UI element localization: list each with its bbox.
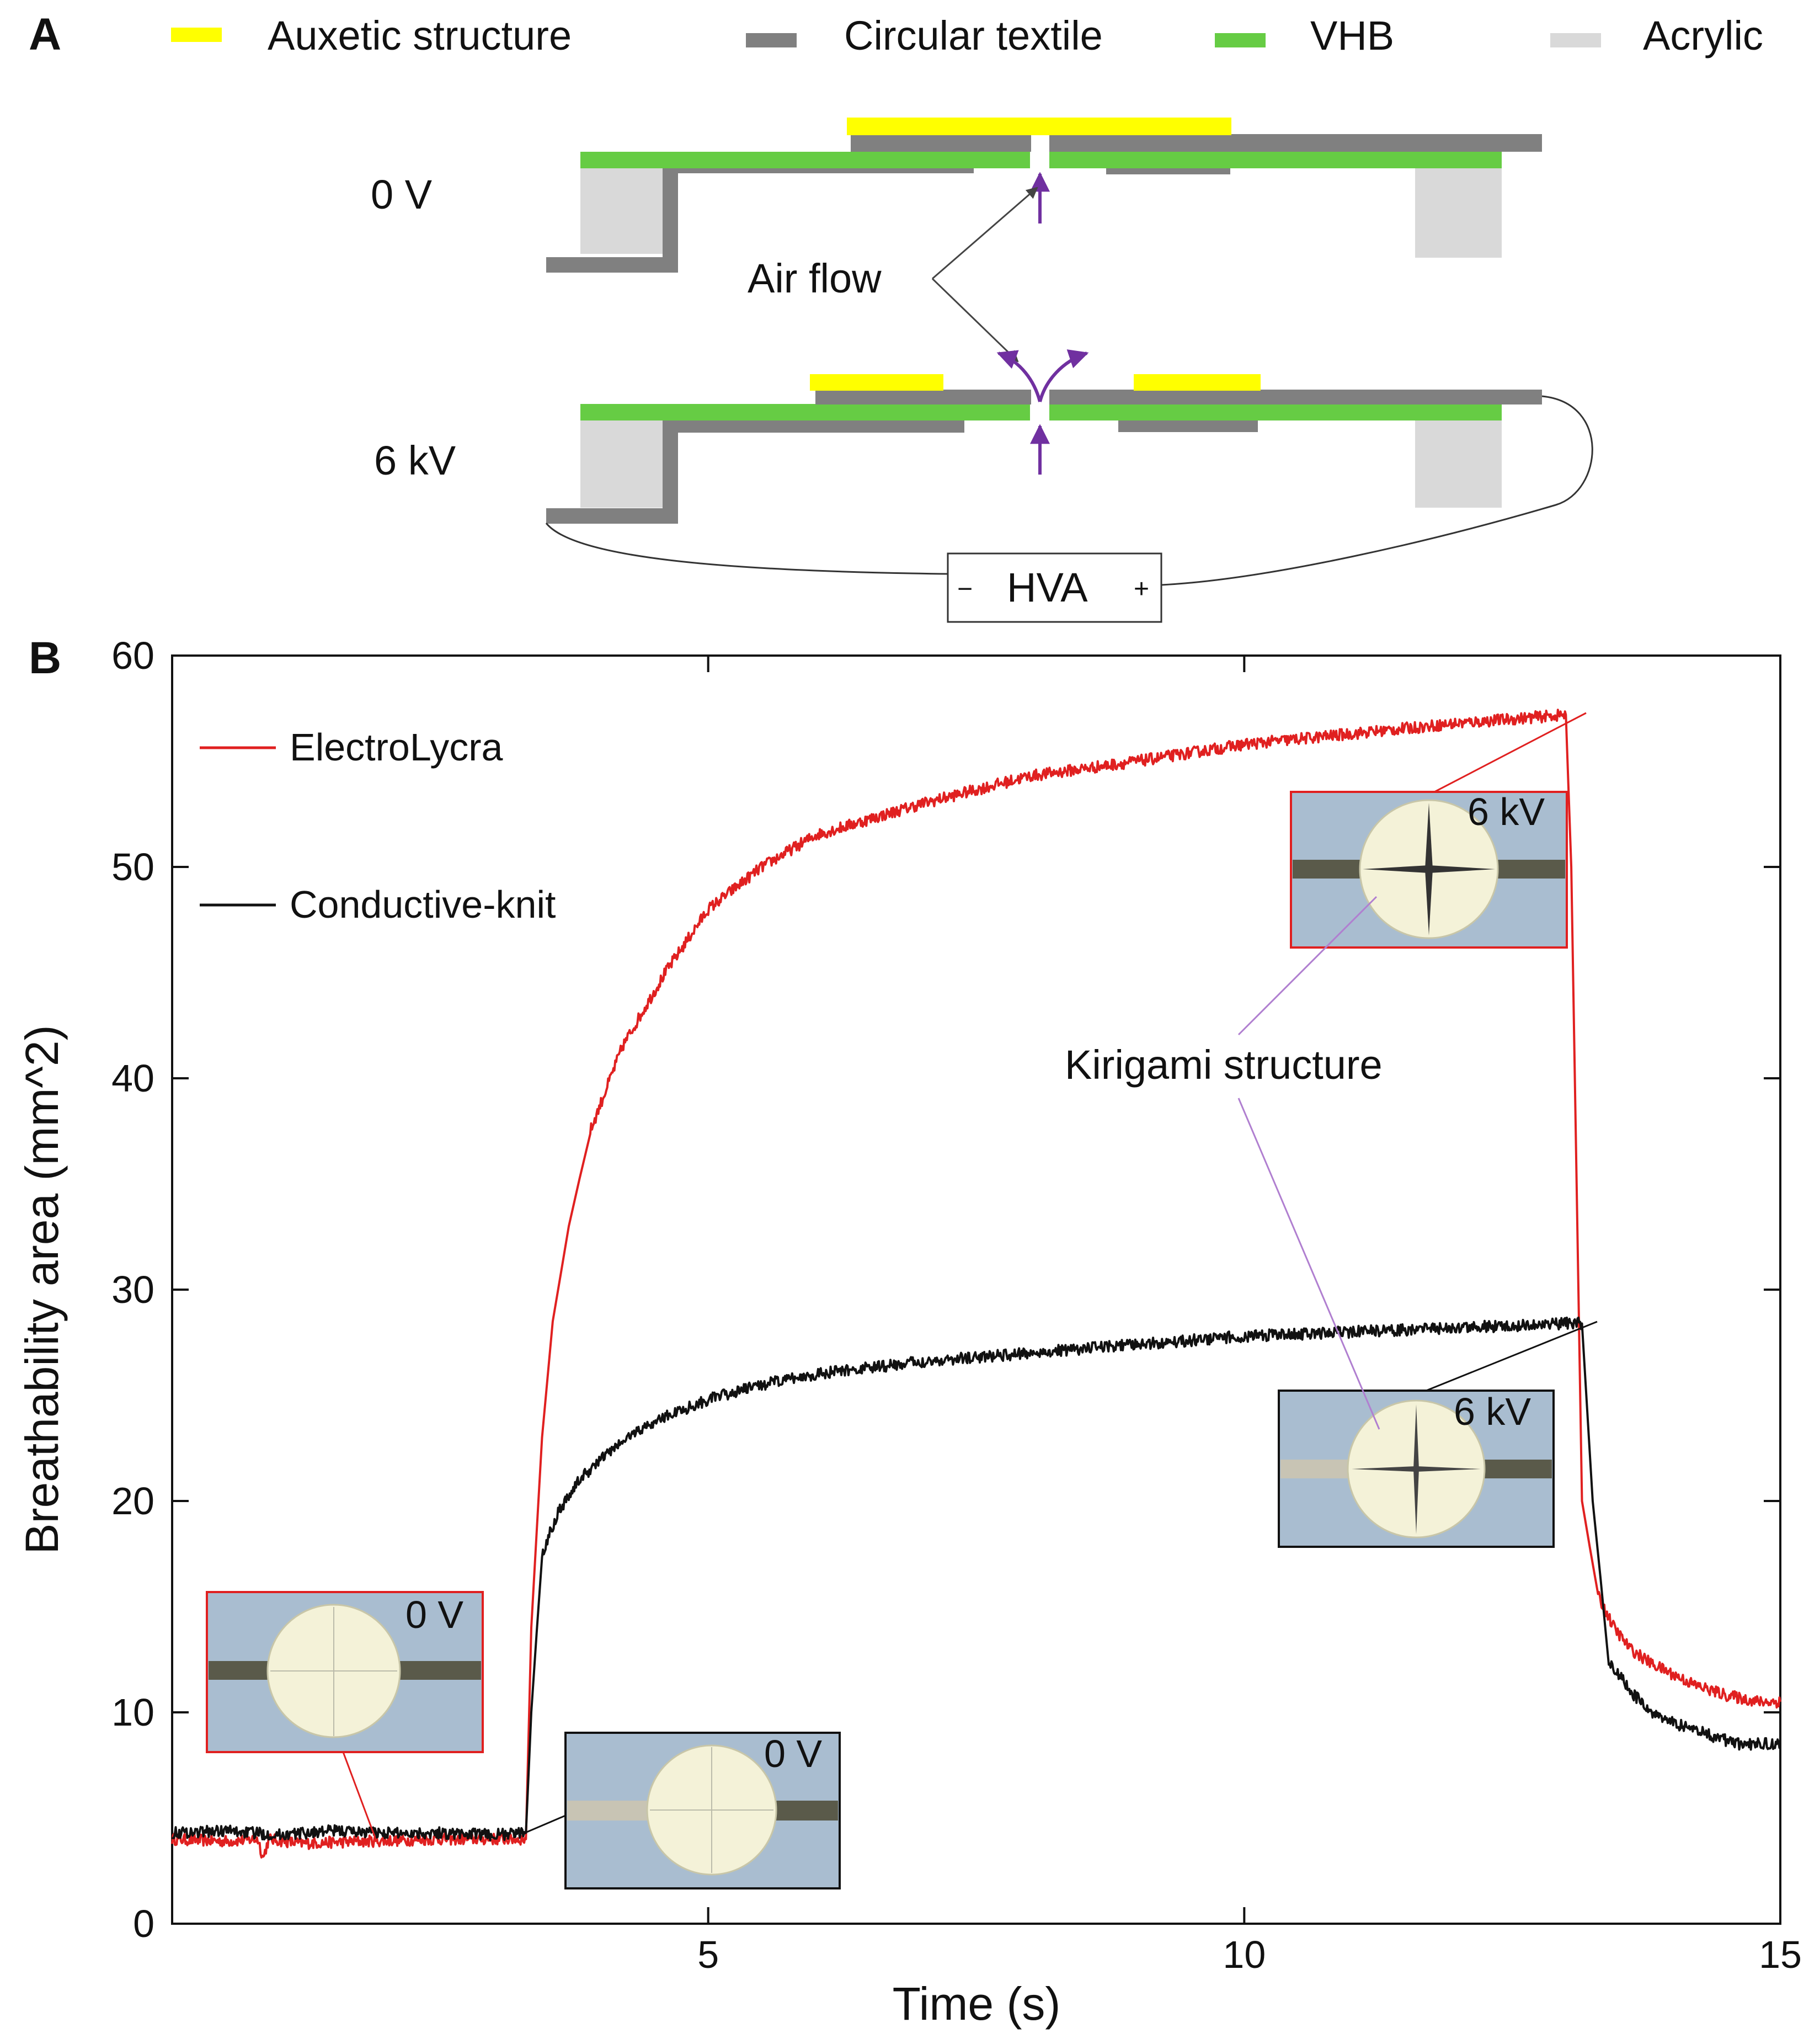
vhb-left-on [580,404,1030,420]
panel-a: A Auxetic structure Circular textile VHB… [29,9,1763,623]
legend-swatch-acrylic [1550,33,1601,47]
diagram-state-off: 0 V [371,118,1542,273]
legend-label-conductive-knit: Conductive-knit [290,883,556,926]
auxetic-right-on [1134,374,1261,391]
top-electrode-right [1049,134,1542,152]
panel-b: B 0 10 20 30 40 50 60 5 10 15 Time (s) Breathabi… [16,633,1802,2030]
state-off-label: 0 V [371,172,433,217]
hva-label: HVA [1007,565,1088,610]
inset-leader [1434,712,1587,793]
panel-b-letter: B [29,633,61,683]
series-line-electrolycra [171,709,1781,1859]
kirigami-leader-bottom [1237,1098,1380,1430]
hva-wire-left [545,523,949,575]
y-tick-label: 0 [133,1902,154,1945]
panel-a-letter: A [29,9,61,60]
airflow-arrow-on-right [1038,349,1089,402]
kirigami-leader-top [1237,896,1378,1036]
panel-a-legend: Auxetic structure Circular textile VHB A… [171,13,1763,58]
series-line-conductive-knit [171,1316,1781,1841]
x-tick-label: 10 [1223,1933,1266,1976]
inset-strip-dark [1484,1460,1552,1478]
y-tick-label: 50 [111,845,154,888]
kirigami-callout: Kirigami structure [1065,896,1383,1430]
hva-box [947,552,1162,623]
airflow-label: Air flow [748,256,882,301]
legend-label-vhb: VHB [1310,13,1394,58]
y-tick-label: 10 [111,1691,154,1734]
legend-label-electrolycra: ElectroLycra [290,726,503,769]
inset-electrolycra-0v: 0 V [206,1591,484,1838]
vhb-right [1049,152,1502,168]
x-axis-ticks: 5 10 15 [697,656,1802,1976]
hva-circuit: − HVA + [545,395,1593,623]
inset-label: 6 kV [1468,790,1545,833]
hva-wire-right [1161,395,1593,586]
diagram-state-on: 6 kV [374,349,1542,524]
chart-legend: ElectroLycra Conductive-knit [200,726,556,926]
airflow-leader-up [932,187,1038,280]
acrylic-right-on [1415,420,1502,508]
acrylic-right [1415,167,1502,258]
series-layer [171,709,1781,1859]
legend-swatch-auxetic [171,28,222,42]
x-axis-label: Time (s) [893,1978,1061,2030]
vhb-left [580,152,1030,168]
bottom-electrode-left-on [546,417,964,524]
legend-label-auxetic: Auxetic structure [268,13,572,58]
airflow-leader-down [931,278,1019,363]
acrylic-left-on [580,420,669,508]
auxetic-left-on [810,374,943,391]
y-tick-label: 40 [111,1057,154,1100]
legend-swatch-vhb [1215,33,1266,47]
hva-minus: − [957,574,973,604]
top-electrode-left [851,134,1031,152]
inset-slit-open-v [1425,803,1433,935]
y-axis-ticks: 0 10 20 30 40 50 60 [111,634,1780,1945]
airflow-arrow-on-left [996,350,1042,402]
acrylic-left [580,167,669,254]
x-tick-label: 5 [697,1933,719,1976]
inset-leader [342,1752,376,1838]
x-tick-label: 15 [1759,1933,1802,1976]
y-tick-label: 30 [111,1268,154,1311]
inset-conductive-knit-6kv: 6 kV [1278,1321,1598,1548]
inset-label: 0 V [764,1732,822,1775]
inset-conductive-knit-0v: 0 V [524,1732,841,1889]
inset-slit-open-v [1413,1404,1419,1534]
legend-swatch-textile [746,33,797,47]
inset-leader [1426,1321,1598,1392]
vhb-right-on [1049,404,1502,420]
airflow-callout: Air flow [748,187,1038,363]
inset-label: 0 V [405,1593,463,1636]
top-electrode-right-on [1049,390,1542,404]
kirigami-label: Kirigami structure [1065,1042,1383,1088]
hva-plus: + [1134,574,1149,604]
inset-label: 6 kV [1454,1390,1531,1433]
legend-label-textile: Circular textile [844,13,1103,58]
y-tick-label: 60 [111,634,154,677]
inset-electrolycra-6kv: 6 kV [1290,712,1587,949]
inset-leader [524,1814,566,1834]
state-on-label: 6 kV [374,438,456,483]
top-electrode-left-on [815,390,1031,404]
y-tick-label: 20 [111,1479,154,1523]
y-axis-label: Breathability area (mm^2) [16,1025,68,1554]
legend-label-acrylic: Acrylic [1643,13,1763,58]
auxetic-layer-closed [847,118,1231,135]
